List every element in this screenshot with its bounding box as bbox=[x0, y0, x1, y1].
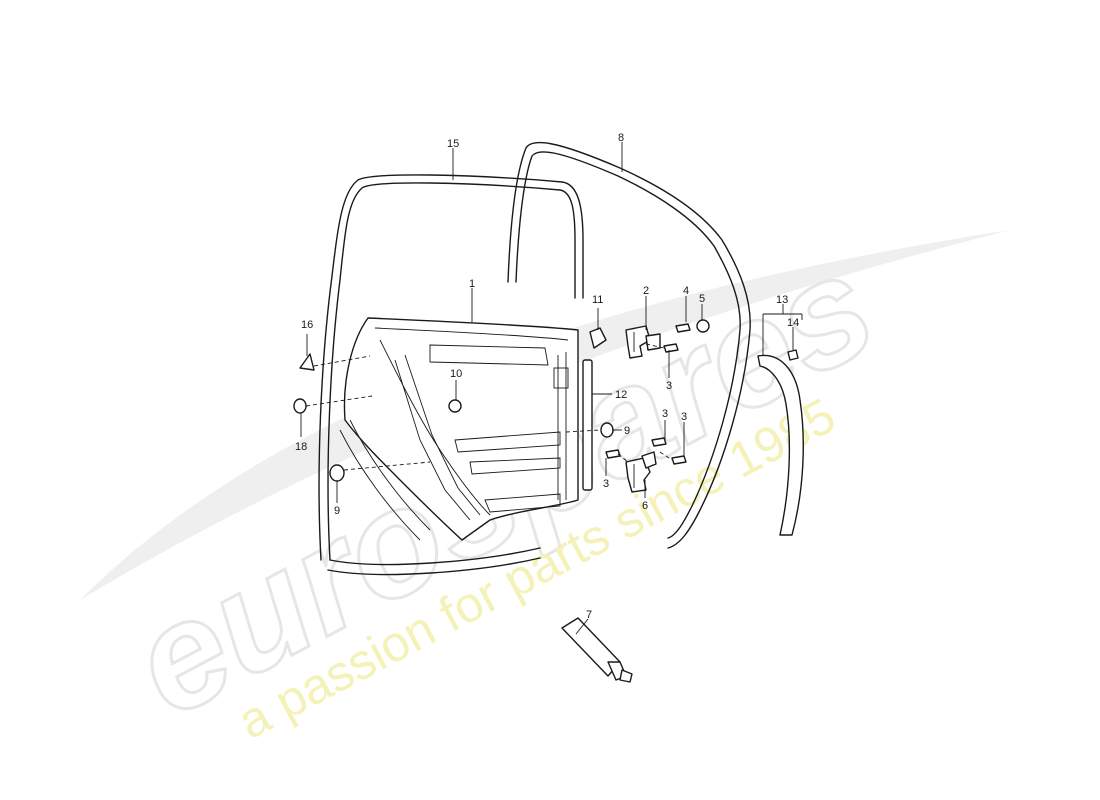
callout-7: 7 bbox=[586, 609, 592, 621]
callout-11: 11 bbox=[592, 294, 603, 306]
callout-12: 12 bbox=[615, 389, 627, 401]
part-7-adhesive-tube bbox=[561, 617, 633, 683]
callout-4: 4 bbox=[683, 285, 689, 297]
callout-3-b: 3 bbox=[662, 408, 668, 420]
part-15-frame-seal bbox=[318, 174, 584, 561]
callout-5: 5 bbox=[699, 293, 705, 305]
part-14-clip bbox=[787, 349, 799, 361]
callout-9-left: 9 bbox=[334, 505, 340, 517]
callout-2: 2 bbox=[643, 285, 649, 297]
part-4-bolt bbox=[675, 323, 691, 333]
part-18-plug bbox=[293, 398, 307, 414]
callout-8: 8 bbox=[618, 132, 624, 144]
callout-6: 6 bbox=[642, 500, 648, 512]
callout-9-right: 9 bbox=[624, 425, 630, 437]
callout-labels: 15 8 1 2 4 5 11 13 14 16 10 3 12 3 3 9 1… bbox=[295, 132, 799, 621]
callout-15: 15 bbox=[447, 138, 459, 150]
part-5-nut bbox=[696, 319, 710, 333]
part-13-arch-trim bbox=[757, 354, 804, 536]
part-3-bolts bbox=[605, 343, 687, 465]
callout-18: 18 bbox=[295, 441, 307, 453]
part-9-plug-right bbox=[600, 422, 614, 438]
callout-16: 16 bbox=[301, 319, 313, 331]
part-8-door-seal bbox=[507, 141, 751, 549]
callout-10: 10 bbox=[450, 368, 462, 380]
part-1-door-shell bbox=[327, 317, 579, 576]
part-16-triangle-cap bbox=[299, 353, 315, 371]
part-9-plug-left bbox=[329, 464, 345, 482]
assembly-dash-lines bbox=[305, 343, 673, 471]
callout-13: 13 bbox=[776, 294, 788, 306]
callout-14: 14 bbox=[787, 317, 799, 329]
part-10-grommet bbox=[448, 399, 462, 413]
part-12-vertical-strip bbox=[582, 359, 593, 491]
part-11-cap bbox=[589, 327, 607, 349]
callout-1: 1 bbox=[469, 278, 475, 290]
callout-3-d: 3 bbox=[603, 478, 609, 490]
callout-3-c: 3 bbox=[681, 411, 687, 423]
callout-3-a: 3 bbox=[666, 380, 672, 392]
leader-lines bbox=[300, 142, 803, 635]
